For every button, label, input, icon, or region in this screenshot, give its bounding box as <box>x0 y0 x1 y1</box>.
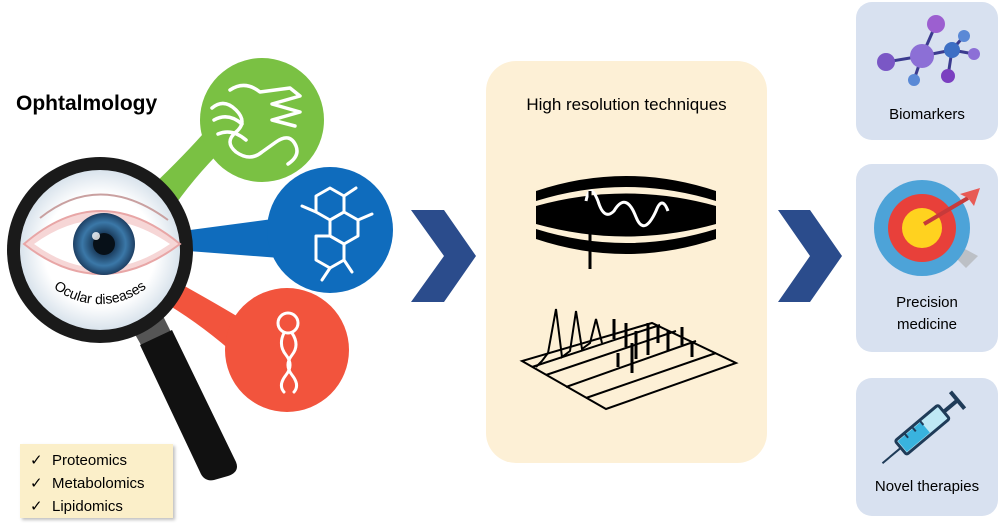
metabolomics-balloon <box>175 167 393 293</box>
chevron-right-icon <box>778 210 842 302</box>
mass-analyzer-icon <box>536 176 716 269</box>
page-title: Ophtalmology <box>16 92 158 115</box>
biomarkers-label: Biomarkers <box>889 106 965 123</box>
omics-item: ✓Proteomics <box>30 449 173 472</box>
check-icon: ✓ <box>30 452 43 469</box>
omics-list-box: ✓Proteomics ✓Metabolomics ✓Lipidomics <box>20 444 173 518</box>
protein-structure-icon <box>210 83 302 166</box>
precision-medicine-card: Precision medicine <box>856 164 998 352</box>
novel-therapies-card: Novel therapies <box>856 378 998 516</box>
spectrum-plot-icon <box>519 308 739 411</box>
therapies-label: Novel therapies <box>874 478 980 495</box>
precision-label-line2: medicine <box>896 316 958 333</box>
techniques-title: High resolution techniques <box>526 95 727 114</box>
proteomics-balloon <box>150 58 324 205</box>
omics-item: ✓Metabolomics <box>30 472 173 495</box>
precision-label-line1: Precision <box>896 294 958 311</box>
chevron-right-icon <box>411 210 476 302</box>
omics-item: ✓Lipidomics <box>30 495 173 518</box>
molecule-icon <box>300 186 374 282</box>
lipid-icon <box>276 311 300 394</box>
check-icon: ✓ <box>30 498 43 515</box>
biomarkers-card: Biomarkers <box>856 2 998 140</box>
techniques-panel: High resolution techniques <box>486 61 767 463</box>
check-icon: ✓ <box>30 475 43 492</box>
target-icon <box>874 180 980 276</box>
techniques-artwork <box>519 176 739 411</box>
eye-icon <box>22 193 182 275</box>
syringe-icon <box>881 390 967 464</box>
biomarker-network-icon <box>877 15 980 86</box>
